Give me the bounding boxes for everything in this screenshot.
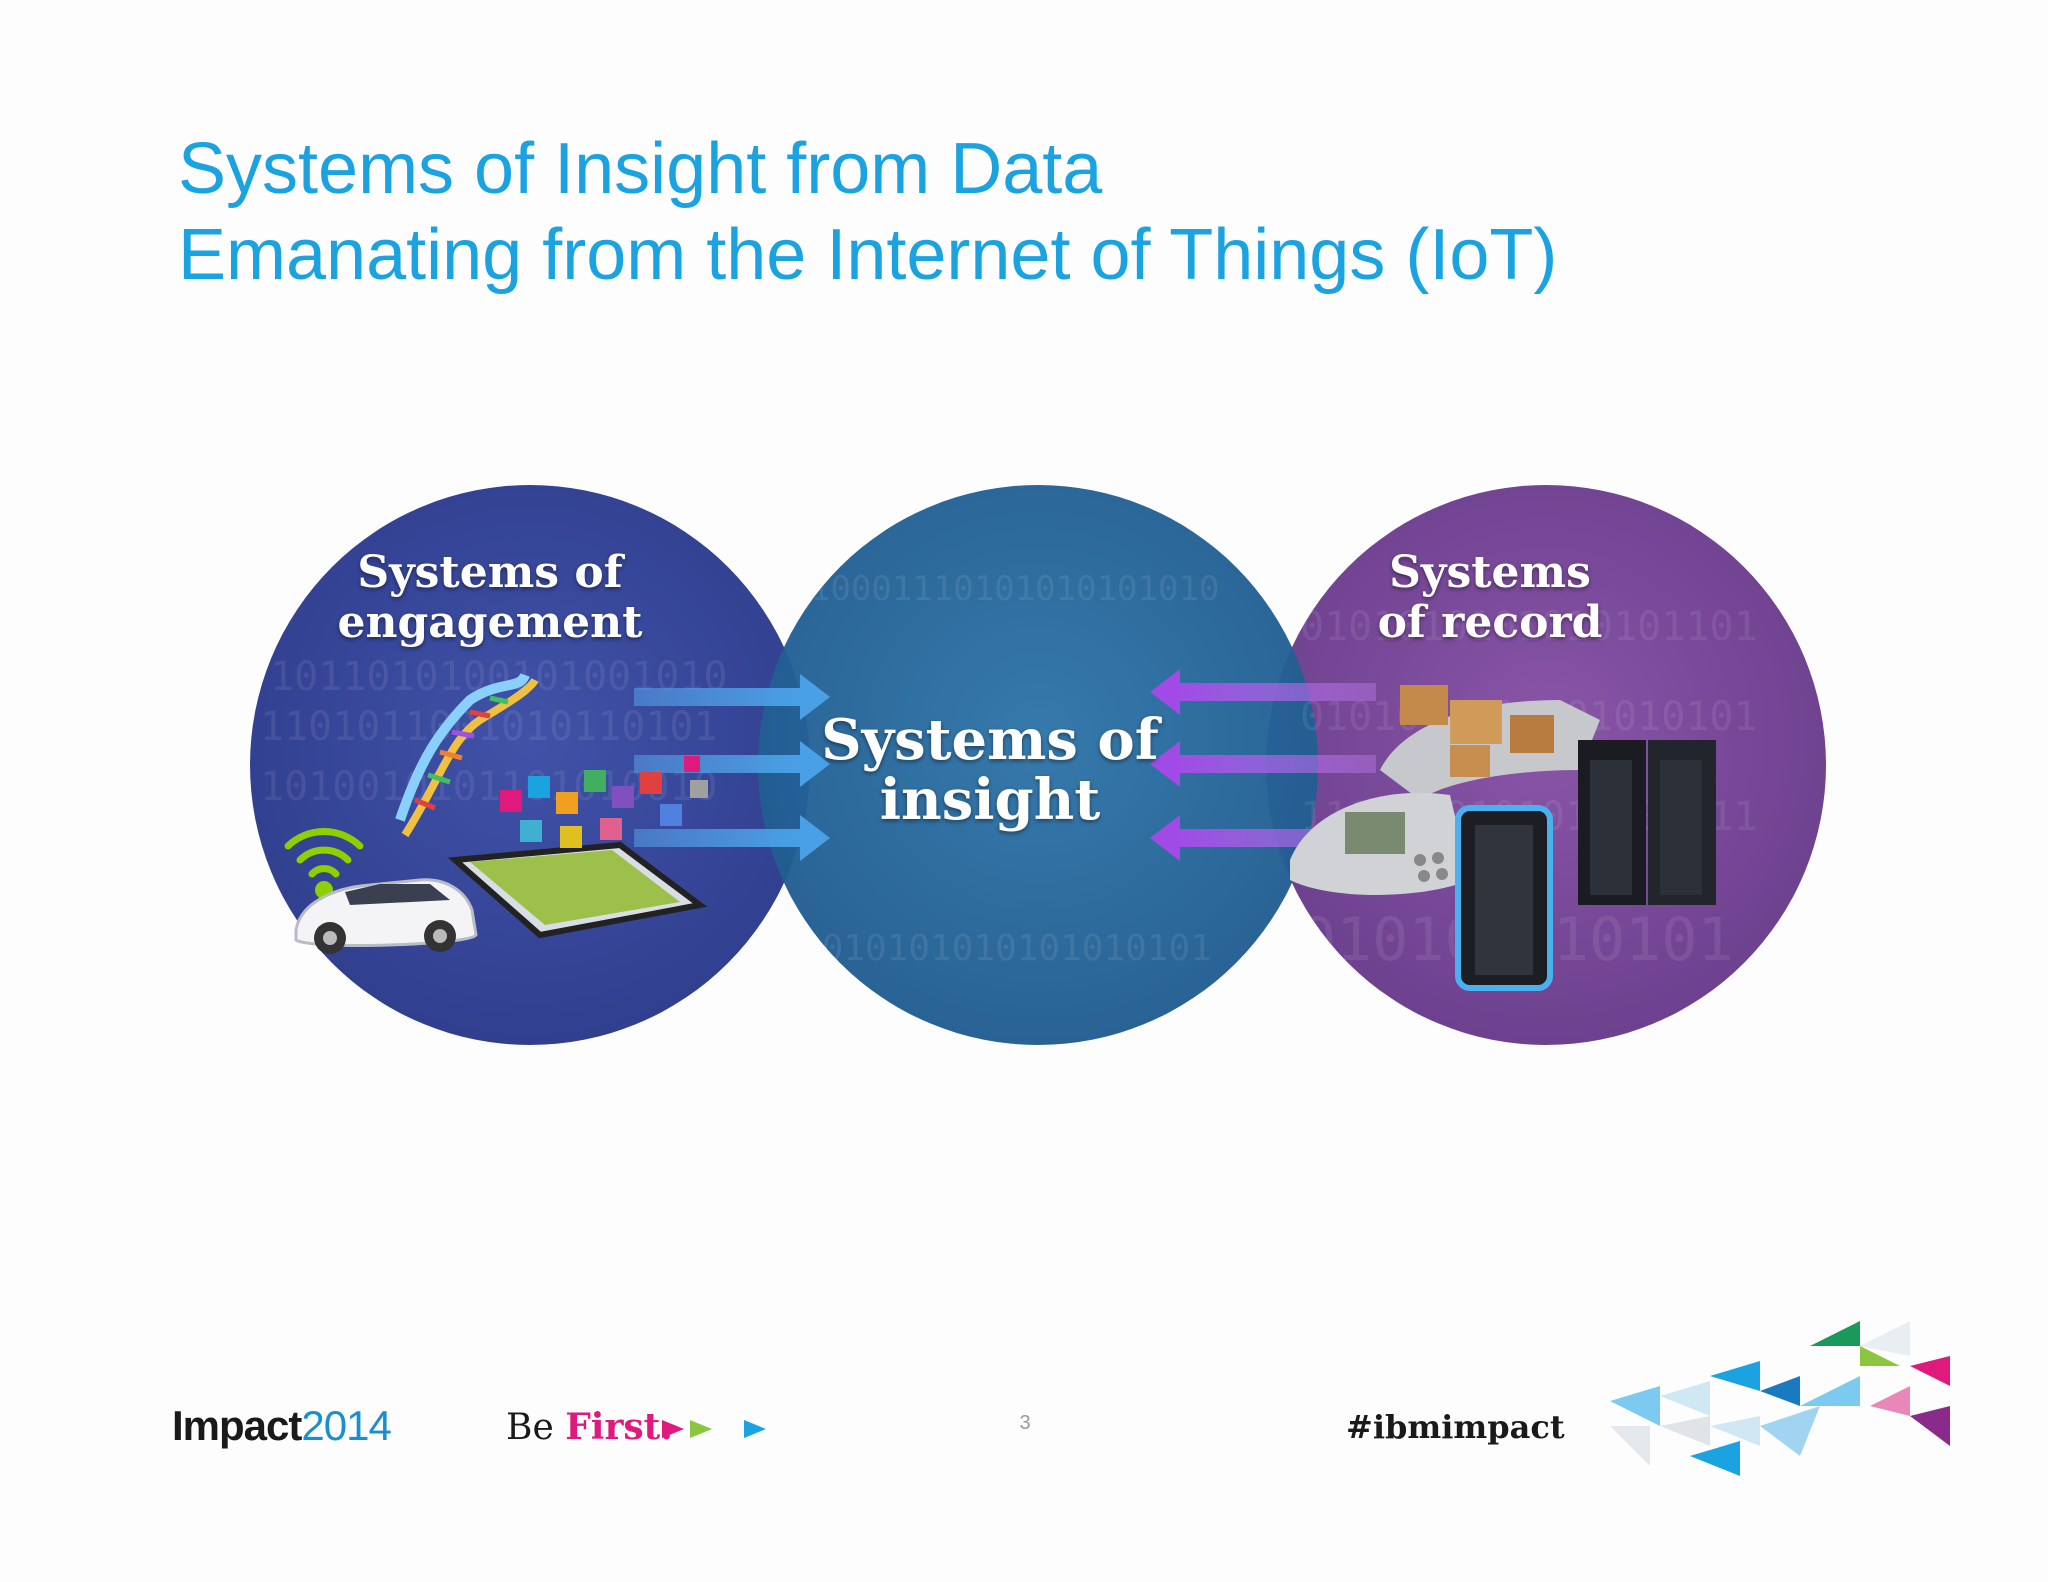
brand-year: 2014 [301,1402,391,1449]
engagement-label-line2: engagement [337,597,643,648]
blue-arrow [634,815,830,861]
insight-label: Systems of insight [800,710,1180,830]
conveyor-boxes-icon [1380,685,1600,800]
impact-2014-logo: Impact2014 [172,1402,392,1450]
record-label-line2: of record [1377,597,1603,648]
engagement-label: Systems of engagement [310,548,670,648]
tagline-be: Be [506,1407,566,1448]
engagement-label-line1: Systems of [357,547,623,598]
record-label-line1: Systems [1389,547,1591,598]
purple-arrow [1150,669,1376,715]
insight-label-line2: insight [879,767,1101,833]
insight-label-line1: Systems of [821,707,1159,773]
decorative-triangles [1610,1321,1950,1476]
purple-arrow [1150,741,1376,787]
insight-circle [758,485,1318,1045]
page-number: 3 [1019,1412,1031,1434]
title-line-2: Emanating from the Internet of Things (I… [178,215,1558,295]
be-first-tagline: Be First. [506,1406,673,1448]
svg-text:1010101010101010101: 1010101010101010101 [800,928,1212,969]
title-line-1: Systems of Insight from Data [178,129,1103,209]
play-arrows-icon [662,1420,766,1438]
blue-arrow [634,674,830,720]
svg-text:0101010101010101101: 0101010101010101101 [1300,604,1758,650]
tagline-first: First. [565,1406,673,1448]
wifi-icon [284,828,364,878]
slide-title: Systems of Insight from Data Emanating f… [178,126,1557,298]
blue-arrow [634,741,830,787]
dna-icon [395,672,539,838]
car-icon [294,878,478,954]
brand-word: Impact [172,1402,302,1449]
payment-terminal-icon [1290,792,1470,895]
tablet-apps-icon [447,756,708,939]
svg-text:10001110101010101010: 10001110101010101010 [810,569,1219,609]
engagement-to-insight-arrows [634,674,830,861]
record-label: Systems of record [1340,548,1640,648]
mainframe-server-icon [1455,740,1716,991]
hashtag: #ibmimpact [1346,1408,1565,1446]
